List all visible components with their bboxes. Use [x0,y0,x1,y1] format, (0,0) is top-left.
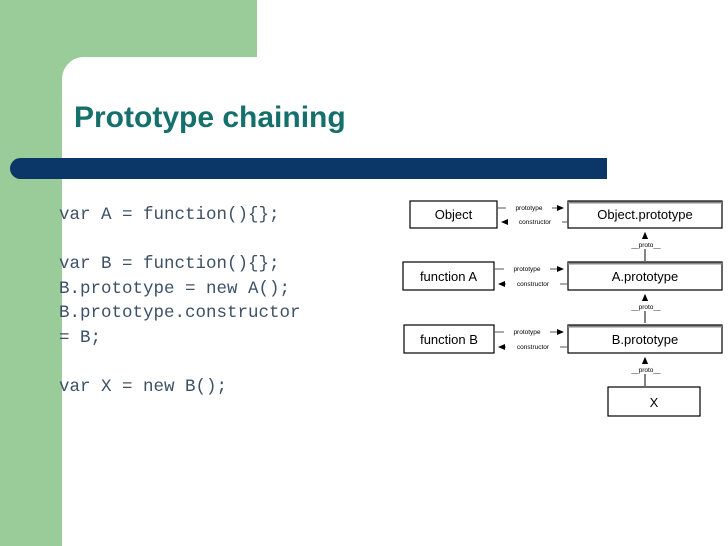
node-b-prototype: B.prototype [567,324,723,354]
node-object-prototype: Object.prototype [567,200,723,229]
edge-label-constructor-2: constructor [517,281,550,288]
edge-label-constructor-3: constructor [517,344,550,351]
node-object-label: Object [435,207,473,222]
edge-proto-x-to-b: __proto__ [622,356,670,386]
edge-function-a-prototype: prototype [494,263,564,273]
prototype-chain-diagram: Object Object.prototype prototype constr… [396,193,728,425]
code-snippet: var A = function(){}; var B = function()… [59,205,301,397]
navy-divider-bar [10,158,607,179]
edge-object-prototype: prototype [497,202,564,212]
edge-label-prototype-1: prototype [515,205,542,212]
node-instance-x-label: X [650,395,659,410]
edge-label-prototype-3: prototype [513,329,540,336]
node-function-a: function A [402,261,495,291]
node-object-prototype-label: Object.prototype [597,207,692,222]
node-instance-x: X [607,386,701,417]
edge-label-prototype-2: prototype [513,266,540,273]
node-object: Object [409,200,498,229]
node-b-prototype-label: B.prototype [612,332,679,347]
node-function-b-label: function B [420,332,478,347]
green-corner-rounding [62,57,84,79]
page-title: Prototype chaining [74,101,346,134]
node-a-prototype: A.prototype [567,261,723,291]
edge-function-a-constructor: constructor [498,278,568,288]
edge-proto-b-to-a: __proto__ [622,293,670,323]
edge-label-proto-3: __proto__ [630,367,661,374]
edge-proto-a-to-object: __proto__ [622,231,670,261]
edge-label-constructor-1: constructor [519,219,552,226]
node-a-prototype-label: A.prototype [612,269,679,284]
node-function-a-label: function A [420,269,477,284]
edge-object-constructor: constructor [501,216,568,226]
green-side-strip [0,0,62,546]
edge-label-proto-2: __proto__ [630,304,661,311]
edge-function-b-constructor: constructor [498,341,568,351]
edge-function-b-prototype: prototype [494,326,564,336]
edge-label-proto-1: __proto__ [630,242,661,249]
node-function-b: function B [403,324,495,354]
